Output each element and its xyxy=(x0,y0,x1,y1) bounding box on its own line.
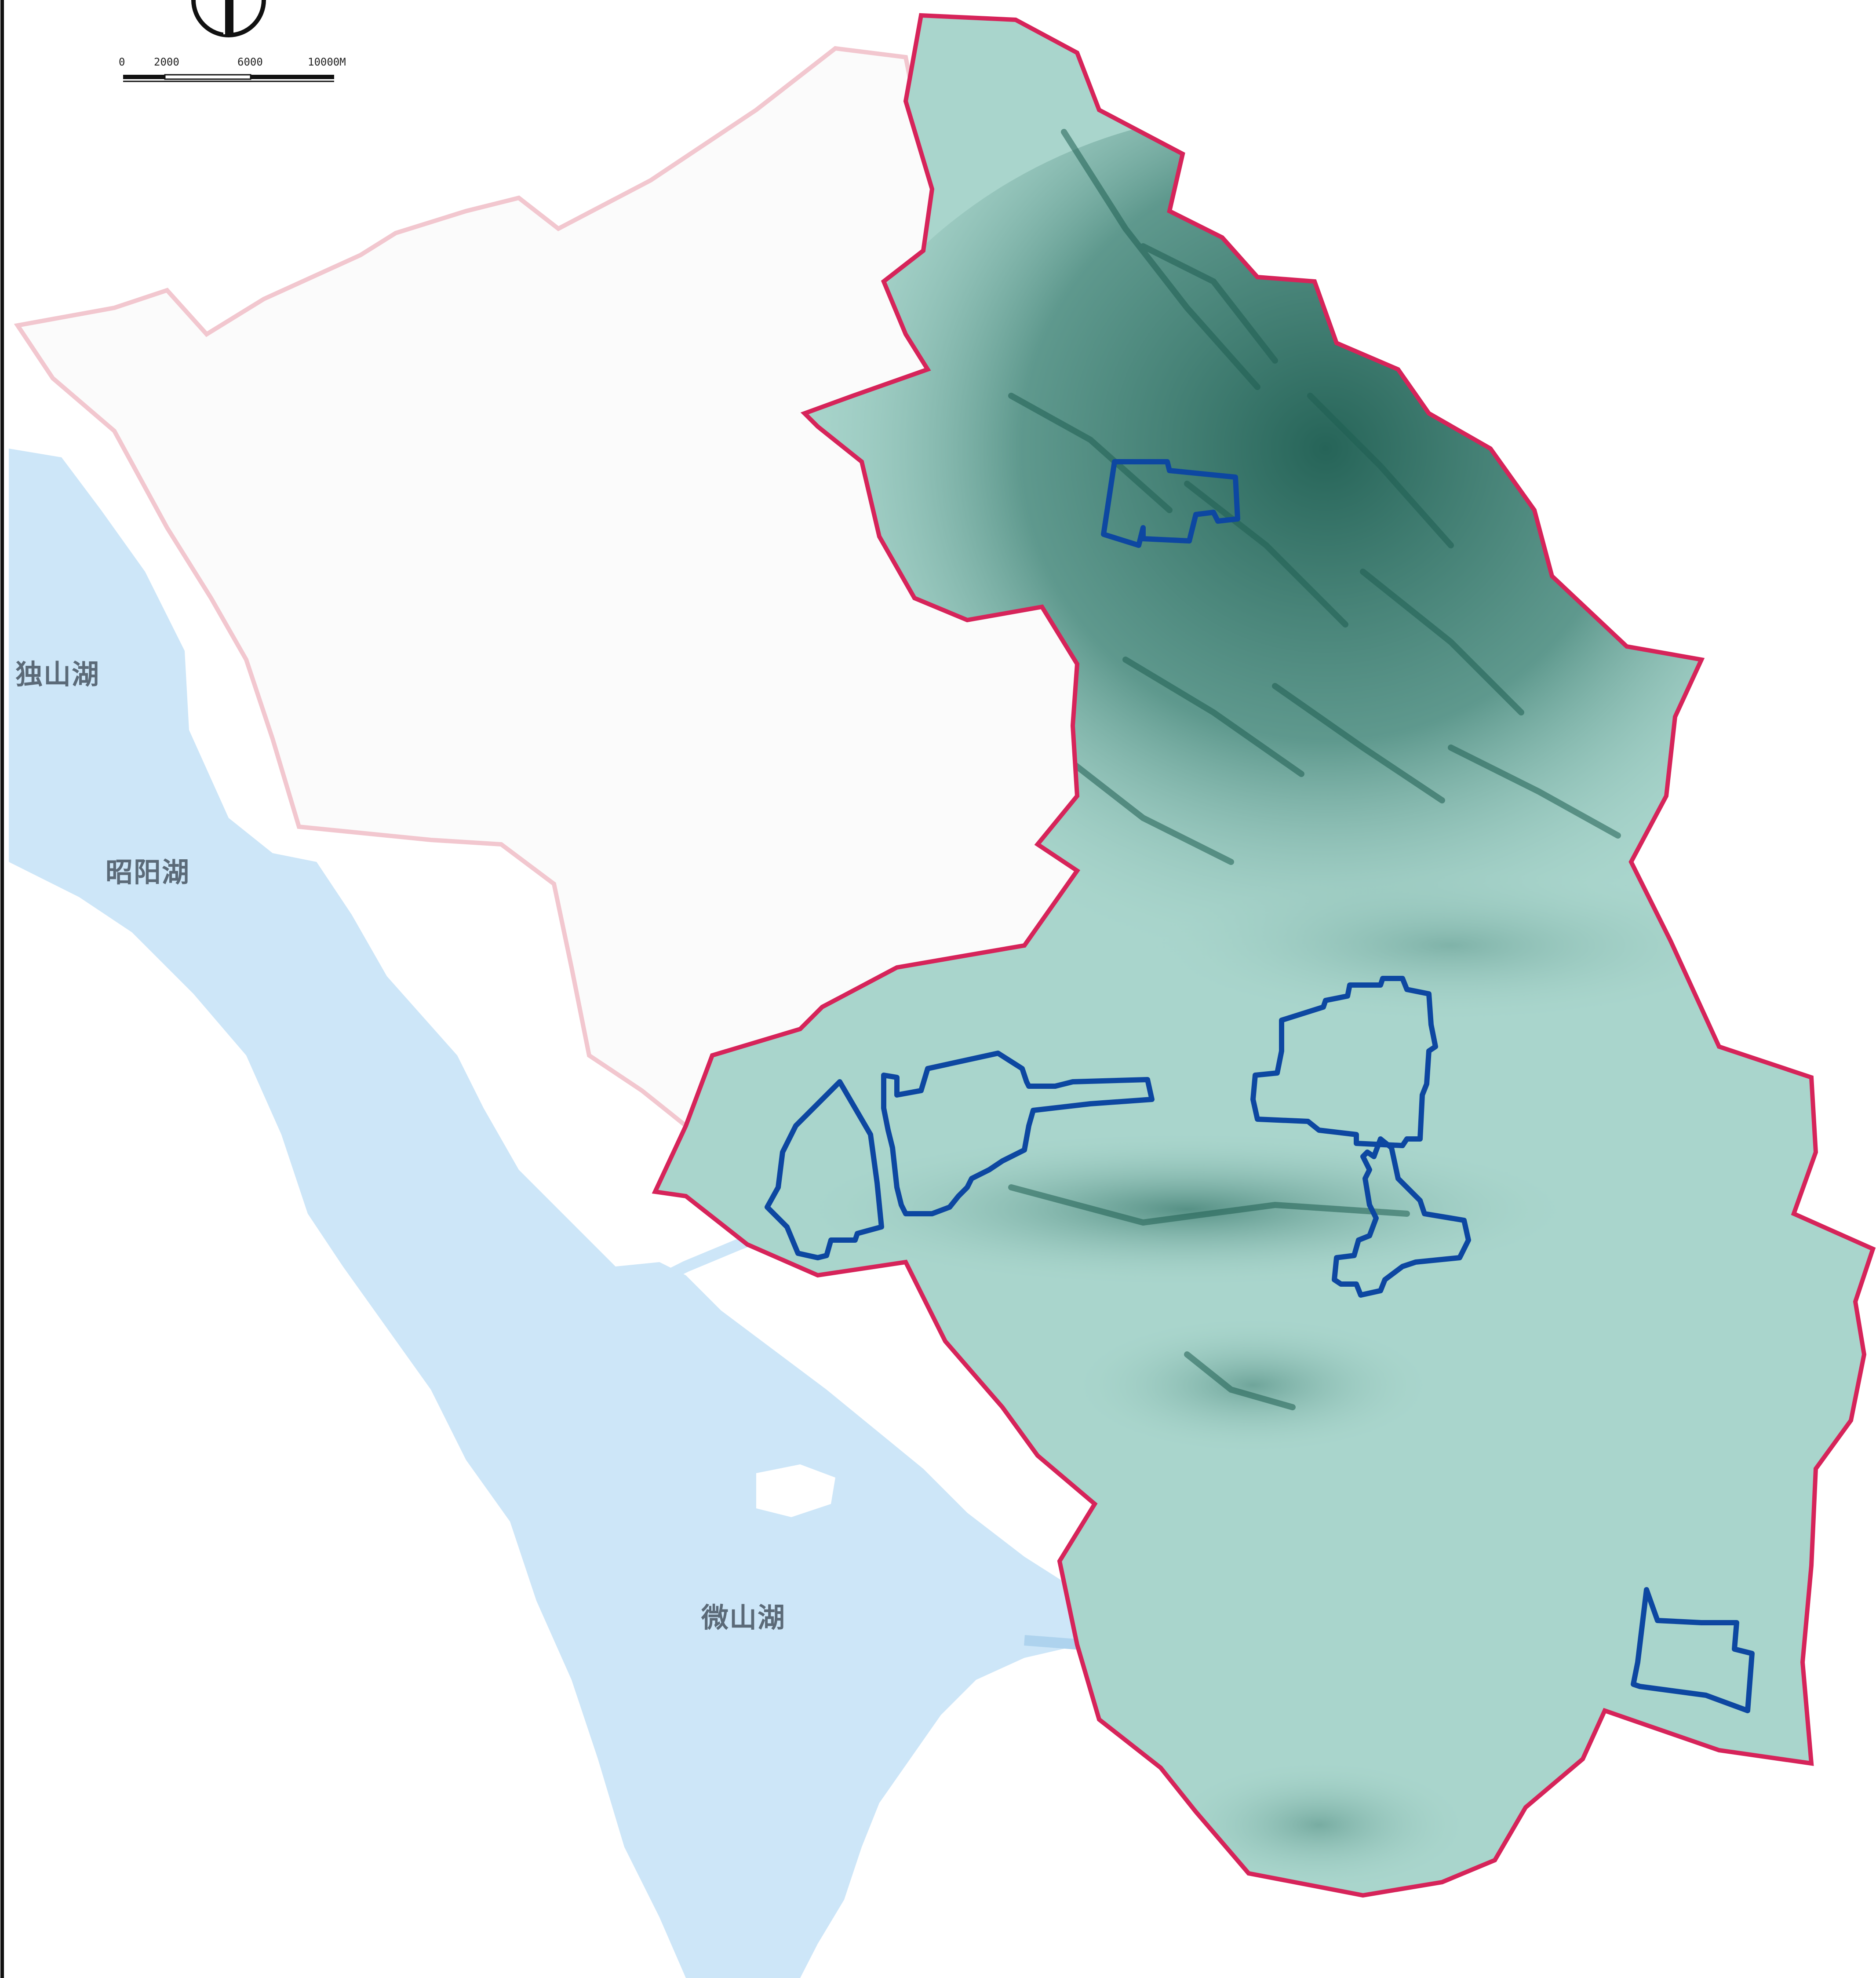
scale-tick-10000: 10000M xyxy=(308,56,346,68)
scale-bar-segment xyxy=(123,75,165,79)
lake-label-weishan: 微山湖 xyxy=(701,1602,786,1634)
lake-label-dushan: 独山湖 xyxy=(15,658,100,690)
lake-label-zhaoyang: 昭阳湖 xyxy=(106,856,190,888)
site-outline-north xyxy=(1101,459,1240,548)
scale-bar: 0 2000 6000 10000M xyxy=(119,56,346,82)
site-outline-east-b xyxy=(1332,1136,1471,1298)
river-channel xyxy=(1024,1635,1082,1650)
north-arrow-icon xyxy=(191,0,266,37)
scale-bar-segment xyxy=(164,74,251,80)
lake-water-body xyxy=(9,449,1082,1978)
scale-tick-0: 0 xyxy=(119,56,125,68)
scale-tick-6000: 6000 xyxy=(237,56,263,68)
scale-bar-segment xyxy=(251,75,334,79)
site-outline-west-b xyxy=(881,1051,1155,1216)
lake-island xyxy=(756,1464,835,1517)
scale-tick-2000: 2000 xyxy=(154,56,179,68)
site-outline-west-a xyxy=(765,1079,884,1260)
site-outline-southeast xyxy=(1631,1587,1755,1713)
